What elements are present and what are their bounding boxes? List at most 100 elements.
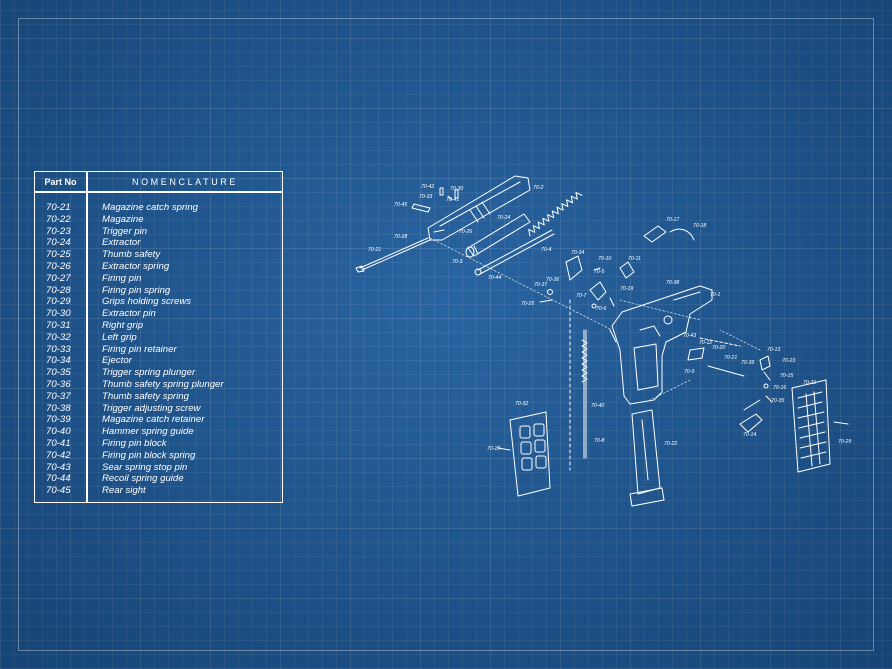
callout-label: 70-25 [521, 301, 534, 307]
part-name: Extractor spring [102, 260, 170, 272]
recoil-spring-part [528, 191, 583, 237]
part-number: 70-45 [46, 485, 71, 497]
part-name: Trigger spring plunger [102, 367, 196, 379]
callout-label: 70-28 [394, 234, 407, 240]
callout-label: 70-42 [421, 184, 434, 190]
part-number: 70-41 [46, 437, 71, 449]
callout-label: 70-5 [594, 269, 604, 275]
callout-label: 70-41 [446, 197, 459, 203]
part-number: 70-37 [46, 390, 71, 402]
callout-label: 70-6 [596, 306, 606, 312]
callout-label: 70-35 [771, 398, 784, 404]
callout-label: 70-2 [533, 185, 543, 191]
callout-label: 70-38 [666, 280, 679, 286]
callout-label: 70-20 [712, 345, 725, 351]
part-number: 70-39 [46, 414, 71, 426]
part-name: Ejector [102, 355, 132, 367]
table-row: 70-21 Magazine catch spring [35, 202, 282, 214]
part-number: 70-44 [46, 473, 71, 485]
part-number: 70-33 [46, 343, 71, 355]
part-number: 70-40 [46, 426, 71, 438]
trigger-parts [687, 337, 773, 433]
part-name: Hammer spring guide [102, 426, 194, 438]
callout-label: 70-12 [699, 340, 712, 346]
frame-part [609, 285, 713, 405]
part-no-header: Part No [44, 177, 77, 187]
part-number: 70-42 [46, 449, 71, 461]
callout-label: 70-8 [594, 438, 604, 444]
callout-label: 70-11 [628, 256, 641, 262]
callout-label: 70-43 [683, 333, 696, 339]
callout-label: 70-24 [497, 215, 510, 221]
leader-lines [429, 237, 761, 401]
callout-label: 70-36 [546, 277, 559, 283]
callout-label: 70-16 [773, 385, 786, 391]
part-name: Firing pin block [102, 437, 167, 449]
part-number: 70-23 [46, 225, 71, 237]
callout-label: 70-23 [782, 358, 795, 364]
slide-part [427, 175, 531, 241]
callout-label: 70-4 [541, 247, 551, 253]
table-row: 70-22 Magazine [35, 214, 282, 226]
part-name: Firing pin retainer [102, 343, 177, 355]
right-grip-part [791, 379, 849, 473]
callout-label: 70-32 [515, 401, 528, 407]
callout-labels: 70-42 70-30 70-2 70-33 70-41 70-45 70-24… [368, 184, 851, 452]
callout-label: 70-45 [394, 202, 407, 208]
parts-rows: 70-21 Magazine catch spring 70-22 Magazine… [35, 202, 282, 497]
table-header-divider [35, 191, 282, 193]
callout-label: 70-13 [767, 347, 780, 353]
table-row: 70-43 Sear spring stop pin [35, 462, 282, 474]
part-name: Firing pin spring [102, 284, 171, 296]
hammer-spring-guide [569, 299, 588, 471]
part-number: 70-43 [46, 461, 71, 473]
callout-label: 70-30 [450, 186, 463, 192]
table-column-divider [86, 172, 88, 502]
firing-pin-part [355, 237, 431, 273]
part-name: Firing pin [102, 272, 142, 284]
part-name: Thumb safety spring plunger [102, 378, 224, 390]
callout-label: 70-44 [488, 275, 501, 281]
part-number: 70-21 [46, 202, 71, 213]
callout-label: 70-18 [693, 223, 706, 229]
part-name: Magazine [102, 213, 144, 225]
callout-label: 70-7 [576, 293, 587, 299]
part-name: Recoil spring guide [102, 473, 184, 485]
part-name: Magazine catch spring [102, 202, 198, 213]
callout-label: 70-29 [487, 446, 500, 452]
left-grip-part [497, 411, 551, 497]
callout-label: 70-3 [452, 259, 462, 265]
callout-label: 70-14 [743, 432, 756, 438]
callout-label: 70-1 [710, 292, 720, 298]
part-number: 70-28 [46, 284, 71, 296]
callout-label: 70-39 [741, 360, 754, 366]
table-row: 70-41 Firing pin block [35, 438, 282, 450]
blueprint-border-frame [18, 18, 874, 651]
part-number: 70-22 [46, 213, 71, 225]
callout-label: 70-29 [838, 439, 851, 445]
barrel-part [465, 213, 531, 258]
part-name: Sear spring stop pin [102, 461, 188, 473]
table-row: 70-28 Firing pin spring [35, 285, 282, 297]
table-row: 70-44 Recoil spring guide [35, 473, 282, 485]
callout-label: 70-9 [684, 369, 694, 375]
hammer-parts [539, 225, 695, 309]
callout-label: 70-19 [620, 286, 633, 292]
small-parts-top [411, 187, 459, 213]
callout-label: 70-15 [780, 373, 793, 379]
part-name: Thumb safety spring [102, 390, 189, 402]
part-number: 70-29 [46, 296, 71, 308]
